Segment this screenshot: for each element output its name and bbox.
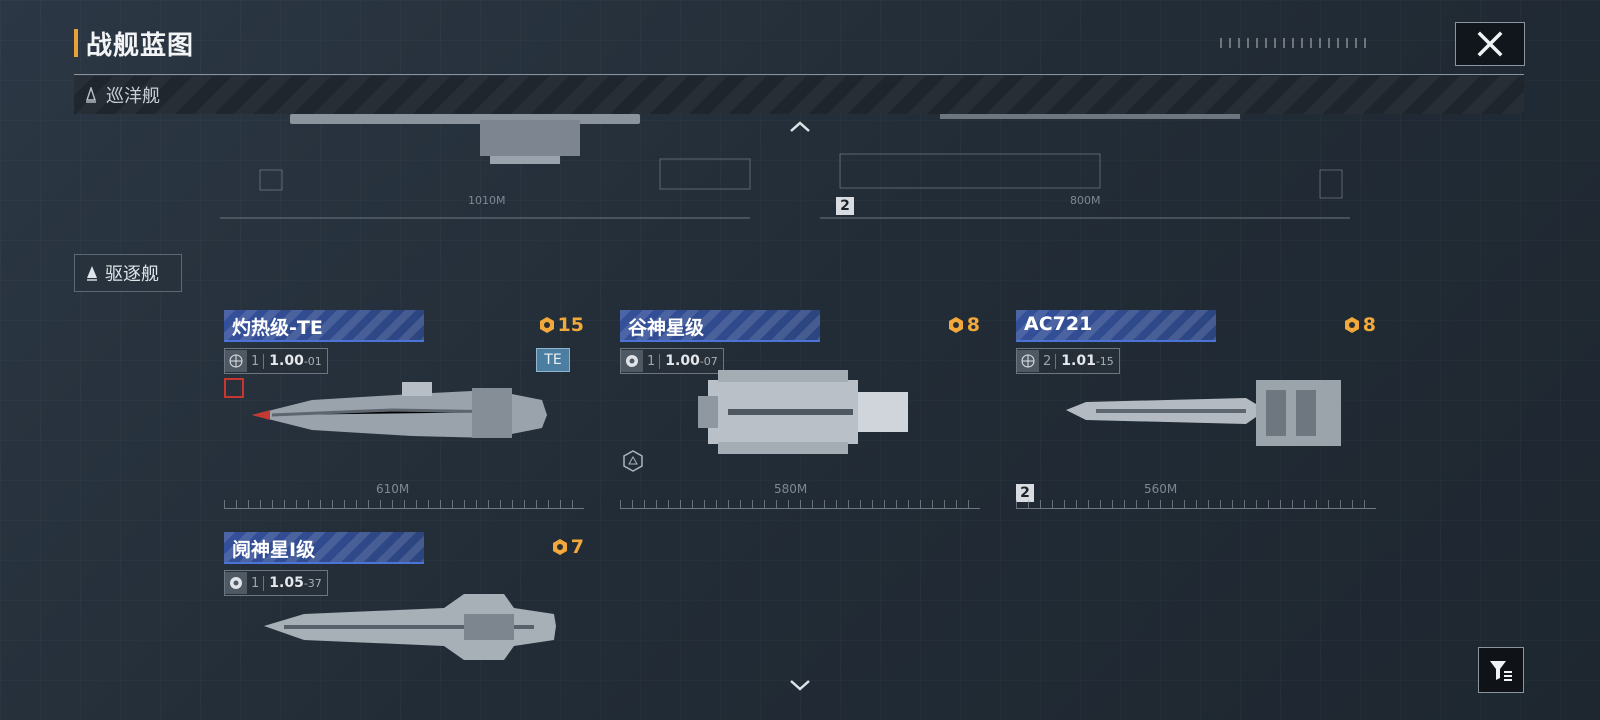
category-label: 巡洋舰 — [106, 86, 160, 107]
ship-stats: 2 1.01-15 — [1016, 348, 1120, 374]
destroyer-class-icon — [87, 266, 97, 281]
ship-name: 灼热级-TE — [232, 317, 323, 339]
ruler-line — [620, 498, 980, 509]
ship-image — [252, 382, 547, 438]
ship-card[interactable]: AC721 8 2 1.01-15 2 560M — [1016, 310, 1376, 520]
faction-icon — [225, 572, 247, 594]
ruler-label: 1010M — [468, 194, 506, 207]
ship-stats: 1 1.05-37 — [224, 570, 328, 596]
title-accent — [74, 29, 78, 57]
cruiser-class-icon — [86, 87, 96, 103]
header-underline — [224, 562, 424, 564]
te-tag: TE — [536, 348, 570, 372]
card-header: 阋神星I级 — [224, 532, 424, 562]
command-cost: 7 — [551, 536, 584, 558]
globe-icon — [1017, 350, 1039, 372]
special-marker-icon — [224, 378, 244, 398]
scale-ruler — [224, 500, 584, 508]
cost-icon — [948, 317, 963, 333]
scale-ruler — [1016, 500, 1376, 508]
page-header: 战舰蓝图 — [74, 26, 195, 61]
command-cost: 8 — [1343, 314, 1376, 336]
ship-level: 1 — [643, 353, 661, 369]
ship-name: AC721 — [1024, 313, 1093, 335]
header-underline — [224, 340, 424, 342]
level-badge: 2 — [1016, 484, 1034, 502]
cost-value: 8 — [1362, 314, 1376, 336]
card-header: 谷神星级 — [620, 310, 820, 340]
ship-name: 谷神星级 — [628, 317, 705, 339]
ship-level: 1 — [247, 575, 265, 591]
header-underline — [620, 340, 820, 342]
cost-value: 8 — [966, 314, 980, 336]
ship-level: 2 — [1039, 353, 1057, 369]
cost-icon — [552, 539, 567, 555]
ship-length: 580M — [774, 482, 808, 496]
close-button[interactable] — [1455, 22, 1525, 66]
ship-card[interactable]: 谷神星级 8 1 1.00-07 580M — [620, 310, 980, 520]
scale-ruler — [620, 500, 980, 508]
ship-version: 1.00-01 — [269, 353, 322, 369]
ruler-line — [224, 498, 584, 509]
cruiser-section-partial: 1010M 800M — [220, 114, 1350, 219]
header-divider — [74, 74, 1524, 75]
ship-version: 1.01-15 — [1061, 353, 1114, 369]
close-icon — [1477, 31, 1503, 57]
ship-stats: 1 1.00-01 — [224, 348, 328, 374]
filter-icon — [1490, 661, 1512, 681]
category-label: 驱逐舰 — [105, 264, 159, 285]
hexagon-icon — [623, 450, 643, 472]
card-header: AC721 — [1016, 310, 1216, 340]
level-badge: 2 — [836, 197, 854, 215]
command-cost: 8 — [947, 314, 980, 336]
ruler-line — [1016, 498, 1376, 509]
category-header-destroyer[interactable]: 驱逐舰 — [74, 254, 182, 292]
filter-button[interactable] — [1478, 647, 1524, 693]
cost-icon — [1344, 317, 1359, 333]
faction-icon — [621, 350, 643, 372]
ruler-label: 800M — [1070, 194, 1101, 207]
ship-level: 1 — [247, 353, 265, 369]
ship-version: 1.05-37 — [269, 575, 322, 591]
ship-length: 610M — [376, 482, 410, 496]
category-header-cruiser[interactable]: 巡洋舰 — [74, 76, 1524, 114]
globe-icon — [225, 350, 247, 372]
ship-name: 阋神星I级 — [232, 539, 316, 561]
ship-image — [264, 594, 556, 660]
ship-version: 1.00-07 — [665, 353, 718, 369]
page-title: 战舰蓝图 — [86, 30, 195, 61]
scroll-up-icon[interactable] — [788, 118, 812, 134]
ship-card[interactable]: 阋神星I级 7 1 1.05-37 — [224, 532, 584, 712]
ship-image — [698, 370, 908, 454]
command-cost: 15 — [538, 314, 584, 336]
ship-stats: 1 1.00-07 — [620, 348, 724, 374]
decorative-barcode — [1220, 38, 1370, 48]
cost-icon — [539, 317, 554, 333]
cost-value: 15 — [557, 314, 584, 336]
header-underline — [1016, 340, 1216, 342]
ship-card[interactable]: 灼热级-TE 15 1 1.00-01 TE 610M — [224, 310, 584, 520]
scroll-down-icon[interactable] — [788, 678, 812, 694]
ship-length: 560M — [1144, 482, 1178, 496]
cost-value: 7 — [570, 536, 584, 558]
card-header: 灼热级-TE — [224, 310, 424, 340]
ship-image — [1066, 380, 1341, 446]
